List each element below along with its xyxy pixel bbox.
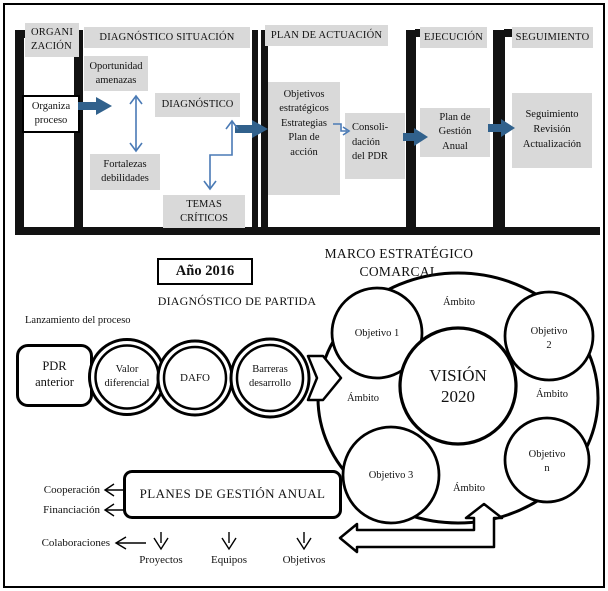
phase-bar: [252, 30, 258, 233]
box-consolidacion-pdr: Consoli- dación del PDR: [345, 113, 405, 179]
vision-2020-label: VISIÓN 2020: [429, 366, 487, 406]
objetivo-1-label: Objetivo 1: [354, 328, 400, 339]
objetivo-2-label: Objetivo 2: [530, 326, 568, 351]
box-objetivos-estrategicos: Objetivos estratégicos Estrategias Plan …: [268, 82, 340, 195]
outer-border: [3, 3, 605, 588]
box-organiza-proceso: Organiza proceso: [22, 95, 80, 133]
planes-gestion-anual-label: PLANES DE GESTIÓN ANUAL: [139, 486, 326, 502]
phase-bar: [261, 30, 268, 233]
box-plan-gestion-anual: Plan de Gestión Anual: [420, 108, 490, 157]
ambito-label-bottom: Ámbito: [452, 483, 486, 494]
flow-baseline-bar: [15, 227, 600, 235]
box-temas-criticos: TEMAS CRÍTICOS: [163, 195, 245, 228]
year-box: [157, 258, 253, 285]
proyectos-label: Proyectos: [139, 554, 183, 566]
pdr-anterior-label: PDR anterior: [35, 359, 74, 390]
barreras-desarrollo-label: Barreras desarrollo: [249, 364, 291, 389]
phase-bar: [493, 30, 505, 233]
ambito-label-right: Ámbito: [535, 389, 569, 400]
lanzamiento-label: Lanzamiento del proceso: [25, 315, 131, 326]
phase-bar: [406, 30, 416, 233]
box-seguimiento-revision: Seguimiento Revisión Actualización: [512, 93, 592, 168]
objetivo-n-label: Objetivo n: [528, 449, 566, 474]
phase-bar: [15, 30, 24, 233]
ambito-label-left: Ámbito: [346, 393, 380, 404]
year-label: Año 2016: [175, 263, 235, 279]
financiacion-label: Financiación: [43, 504, 100, 516]
cooperacion-label: Cooperación: [43, 484, 100, 496]
phase-header-plan-actuacion: PLAN DE ACTUACIÓN: [265, 25, 388, 46]
planes-gestion-anual-box: [123, 470, 342, 519]
pdr-anterior-box: [16, 344, 93, 407]
valor-diferencial-label: Valor diferencial: [104, 364, 150, 389]
objetivo-3-label: Objetivo 3: [368, 470, 414, 481]
equipos-label: Equipos: [210, 554, 248, 566]
phase-header-organizacion: ORGANI ZACIÓN: [25, 23, 79, 57]
box-fortalezas-debilidades: Fortalezas debilidades: [90, 154, 160, 190]
objetivos-label: Objetivos: [282, 554, 326, 566]
phase-header-diagnostico-situacion: DIAGNÓSTICO SITUACIÓN: [84, 27, 250, 48]
ambito-label-top: Ámbito: [442, 297, 476, 308]
phase-header-seguimiento: SEGUIMIENTO: [512, 27, 593, 48]
phase-bar-tick: [504, 29, 517, 37]
diagnostico-partida-title: DIAGNÓSTICO DE PARTIDA: [157, 294, 317, 308]
marco-title: MARCO ESTRATÉGICO COMARCAL: [324, 246, 474, 279]
box-diagnostico: DIAGNÓSTICO: [155, 93, 240, 117]
colaboraciones-label: Colaboraciones: [41, 537, 110, 549]
phase-header-ejecucion: EJECUCIÓN: [420, 27, 487, 48]
box-oportunidad-amenazas: Oportunidad amenazas: [84, 56, 148, 91]
dafo-label: DAFO: [180, 372, 210, 384]
